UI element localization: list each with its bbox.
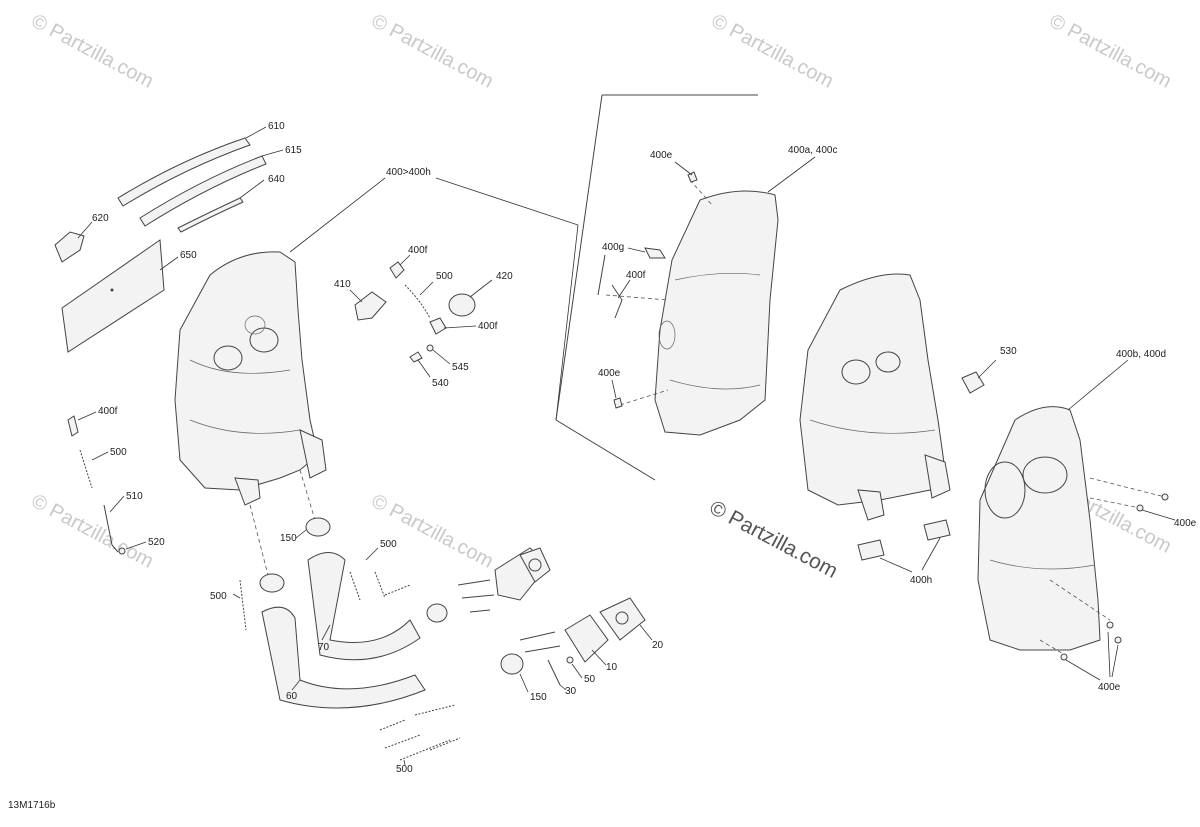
part-400f-a [389,261,405,279]
small-parts-center [349,254,493,378]
watermark-2: © Partzilla.com [368,10,497,93]
label-400e-d: 400e [1098,682,1121,693]
assembly-lines-left [249,469,316,576]
part-410 [354,291,387,321]
label-400e-b: 400e [598,368,621,379]
label-400b-400d: 400b, 400d [1116,349,1166,360]
label-620: 620 [92,213,109,224]
watermark-4: © Partzilla.com [1046,10,1175,93]
label-30: 30 [565,686,577,697]
label-400e-a: 400e [650,150,673,161]
muffler-body-middle [799,273,946,506]
watermark-3: © Partzilla.com [708,10,837,93]
label-400a-400c: 400a, 400c [788,145,838,156]
label-10: 10 [606,662,618,673]
label-650: 650 [180,250,197,261]
label-520: 520 [148,537,165,548]
label-530: 530 [1000,346,1017,357]
label-400f-a: 400f [408,245,428,256]
strip-640 [177,197,244,233]
muffler-middle [799,273,997,573]
muffler-shell-400b [977,406,1101,651]
springs-bottom [379,704,461,766]
label-500-d: 500 [210,591,227,602]
strip-615 [139,155,267,227]
flanges-and-bolts [426,547,653,693]
label-150-b: 150 [530,692,547,703]
gasket-150-a [305,517,331,537]
pipe-60 [261,606,426,709]
watermark-main: © Partzilla.com [706,496,842,583]
pipe-70 [307,552,421,661]
label-400-400h: 400>400h [386,167,431,178]
label-400e-c: 400e [1174,518,1197,529]
label-70: 70 [318,642,330,653]
gasket-150-b [500,653,524,675]
muffler-shell-400a [654,190,779,436]
label-150-a: 150 [280,533,297,544]
label-500-a: 500 [436,271,453,282]
muffler-shell-right [977,359,1176,681]
exhaust-pipes [232,517,426,709]
label-400f-d: 400f [626,270,646,281]
muffler-left [174,177,656,506]
part-540 [409,351,423,363]
label-615: 615 [285,145,302,156]
label-400g: 400g [602,242,624,253]
muffler-shell-detail [555,94,816,436]
label-420: 420 [496,271,513,282]
watermark-5: © Partzilla.com [28,490,157,573]
label-500-e: 500 [396,764,413,775]
part-400f-b [429,317,447,335]
label-60: 60 [286,691,298,702]
watermark-6: © Partzilla.com [368,490,497,573]
diagram-reference-code: 13M1716b [8,800,56,811]
strip-610 [117,137,251,207]
label-400f-b: 400f [478,321,498,332]
label-500-c: 500 [380,539,397,550]
part-labels: 610 615 640 620 650 400>400h 400f 410 50… [92,121,1197,775]
springs-left [67,411,147,555]
label-50: 50 [584,674,596,685]
label-500-b: 500 [110,447,127,458]
watermark-1: © Partzilla.com [28,10,157,93]
label-540: 540 [432,378,449,389]
label-400f-c: 400f [98,406,118,417]
label-640: 640 [268,174,285,185]
label-545: 545 [452,362,469,373]
label-400h: 400h [910,575,932,586]
part-420 [448,293,476,317]
heat-shield-strips [117,126,284,233]
label-20: 20 [652,640,664,651]
plate-650 [61,239,165,353]
label-410: 410 [334,279,351,290]
clip-and-plate [54,221,179,353]
muffler-body-left [174,251,319,491]
part-545 [426,344,434,352]
label-510: 510 [126,491,143,502]
clip-620 [54,231,85,263]
label-610: 610 [268,121,285,132]
